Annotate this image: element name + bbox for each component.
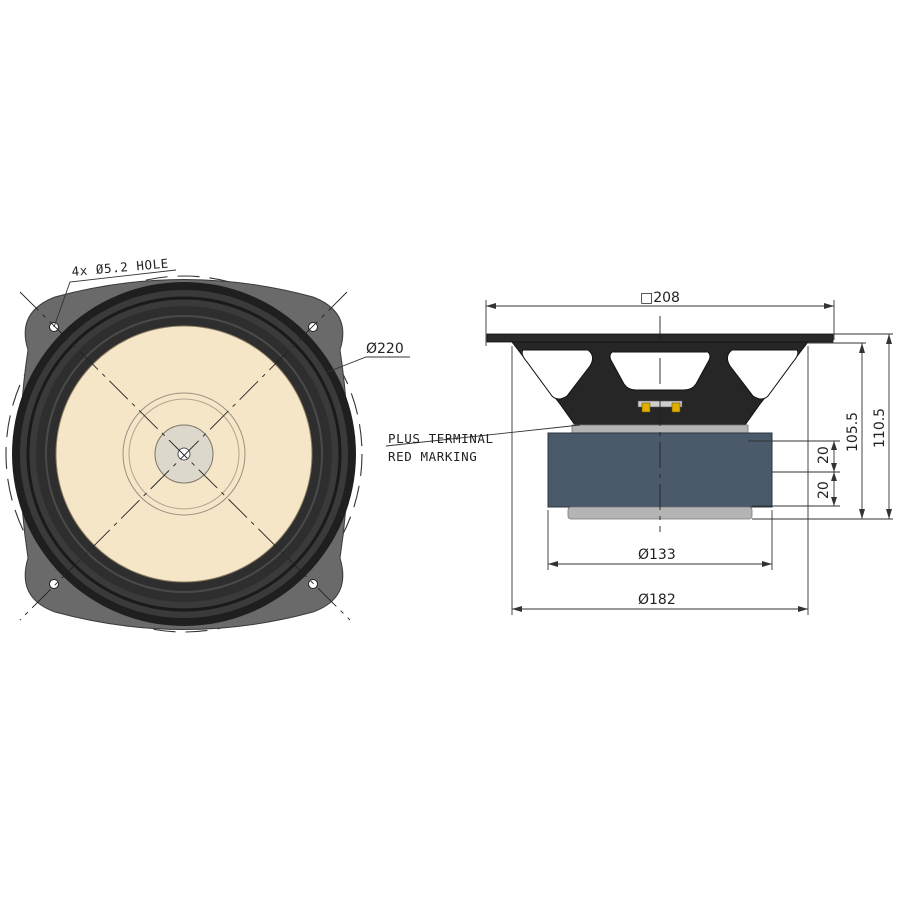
terminal-plus — [641, 402, 651, 413]
basket-dim-arrow-right — [798, 606, 808, 612]
diagonal-center-line-2 — [19, 291, 348, 621]
cone-ring-outer — [122, 392, 246, 516]
total-depth-arrow-top — [886, 334, 892, 344]
basket-window-left — [521, 349, 594, 400]
terminal-minus — [671, 402, 681, 413]
frame-dim-arrow-right — [824, 303, 834, 309]
mount-depth-label: 105.5 — [845, 412, 861, 452]
center-dot — [177, 447, 191, 461]
diameter-220-leader — [324, 356, 410, 374]
diameter-220-label: Ø220 — [366, 341, 404, 357]
total-depth-label: 110.5 — [872, 408, 888, 448]
total-depth-arrow-bottom — [886, 509, 892, 519]
plate-upper-label: 20 — [816, 446, 832, 464]
hole-bottom-right — [308, 579, 318, 589]
plate-dim-arrow-4 — [831, 497, 837, 506]
bolt-circle — [5, 275, 363, 633]
magnet-dim-arrow-right — [762, 561, 772, 567]
terminal-leader — [385, 424, 581, 447]
terminal-label-line1: PLUS TERMINAL — [388, 431, 494, 446]
basket-dim-arrow-left — [512, 606, 522, 612]
surround-inner — [45, 315, 323, 593]
mount-depth-arrow-bottom — [859, 509, 865, 519]
diagonal-center-line-1 — [19, 291, 351, 621]
magnet-dim-arrow-left — [548, 561, 558, 567]
plate-dim-arrow-2 — [831, 463, 837, 472]
frame-dim-arrow-left — [486, 303, 496, 309]
mount-depth-arrow-top — [859, 343, 865, 353]
basket-window-right — [726, 349, 799, 400]
frame-square-label: □208 — [640, 290, 680, 306]
plate-dim-arrow-1 — [831, 441, 837, 450]
front-view: 4x Ø5.2 HOLE Ø220 — [5, 256, 410, 633]
holes-label: 4x Ø5.2 HOLE — [71, 256, 169, 279]
plate-dim-arrow-3 — [831, 472, 837, 481]
holes-leader — [53, 269, 177, 328]
terminal-label-line2: RED MARKING — [388, 449, 477, 464]
magnet-diameter-label: Ø133 — [638, 547, 676, 563]
surround-ridge — [26, 296, 342, 612]
hole-bottom-left — [49, 579, 59, 589]
basket-diameter-label: Ø182 — [638, 592, 676, 608]
side-view: □208 PLUS TERMINAL RED MARKING Ø133 — [385, 290, 893, 615]
cone-ring-inner — [128, 398, 240, 510]
plate-lower-label: 20 — [816, 481, 832, 499]
hole-top-right — [308, 322, 318, 332]
top-plate — [571, 424, 749, 434]
